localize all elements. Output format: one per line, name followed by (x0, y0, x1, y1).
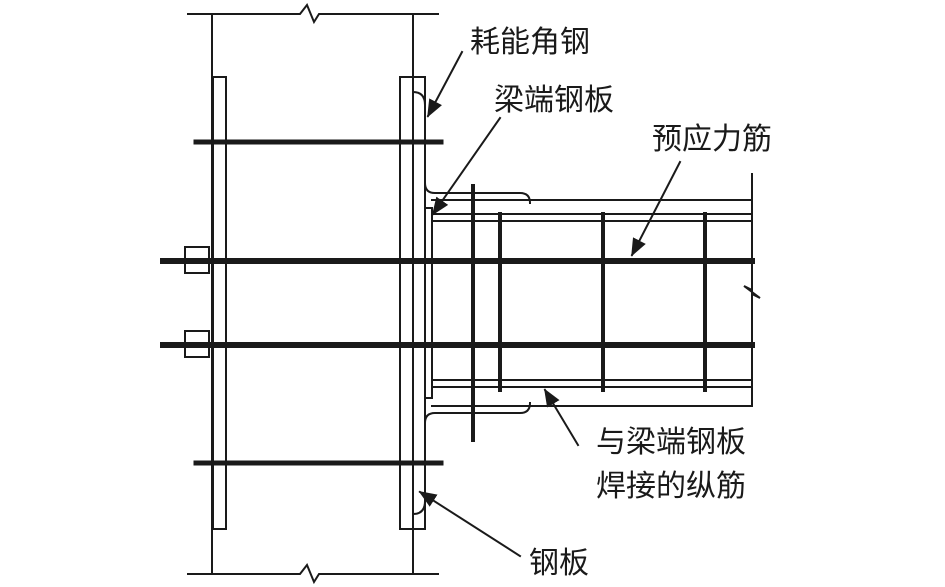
beam-outline (431, 173, 761, 407)
leader-beam-end-plate (431, 116, 502, 216)
beam-end-plate-label: 梁端钢板 (494, 83, 614, 118)
leader-welded-rebar (543, 388, 580, 447)
bottom-energy-angle (411, 401, 532, 516)
beam-end-plate (424, 207, 433, 399)
leader-arrows (418, 50, 682, 558)
prestress-tendon-label: 预应力筋 (652, 122, 772, 157)
energy-angle-label: 耗能角钢 (470, 25, 590, 60)
top-energy-angle (411, 90, 532, 205)
beam-stirrups (471, 184, 707, 442)
leader-prestress-tendon (630, 160, 682, 257)
leader-energy-angle (426, 50, 464, 118)
leader-steel-plate (418, 490, 522, 558)
beam-longitudinal-rebars (431, 213, 753, 388)
prestress-tendons (160, 258, 755, 348)
welded-rebar-label-line2: 焊接的纵筋 (596, 469, 746, 504)
steel-plate-label: 钢板 (529, 546, 589, 581)
column-transverse-bars (193, 139, 444, 466)
welded-rebar-label-line1: 与梁端钢板 (596, 425, 746, 460)
